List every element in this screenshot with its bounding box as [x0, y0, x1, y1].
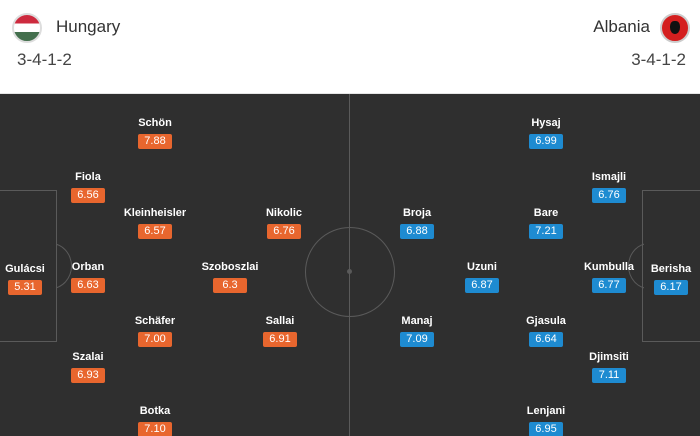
away-formation: 3-4-1-2 — [631, 50, 686, 69]
player-bare[interactable]: Bare 7.21 — [511, 206, 581, 239]
player-rating: 6.76 — [267, 224, 301, 239]
player-rating: 6.17 — [654, 280, 688, 295]
player-gjasula[interactable]: Gjasula 6.64 — [511, 314, 581, 347]
player-rating: 6.88 — [400, 224, 434, 239]
player-name: Orban — [71, 261, 105, 273]
player-rating: 6.87 — [465, 278, 499, 293]
player-rating: 6.57 — [138, 224, 172, 239]
player-rating: 7.11 — [592, 368, 626, 383]
player-ismajli[interactable]: Ismajli 6.76 — [574, 170, 644, 203]
player-rating: 6.99 — [529, 134, 563, 149]
player-rating: 7.09 — [400, 332, 434, 347]
player-name: Kleinheisler — [123, 207, 187, 219]
player-name: Gulácsi — [5, 263, 45, 275]
player-name: Nikolic — [265, 207, 303, 219]
player-hysaj[interactable]: Hysaj 6.99 — [511, 116, 581, 149]
player-name: Bare — [533, 207, 559, 219]
player-name: Sallai — [265, 315, 295, 327]
player-name: Szoboszlai — [201, 261, 259, 273]
player-orban[interactable]: Orban 6.63 — [53, 260, 123, 293]
player-schafer[interactable]: Schäfer 7.00 — [120, 314, 190, 347]
player-rating: 6.63 — [71, 278, 105, 293]
player-rating: 6.56 — [71, 188, 105, 203]
player-manaj[interactable]: Manaj 7.09 — [382, 314, 452, 347]
player-berisha[interactable]: Berisha 6.17 — [636, 262, 700, 295]
player-name: Broja — [402, 207, 432, 219]
away-team-name[interactable]: Albania — [593, 17, 650, 36]
player-lenjani[interactable]: Lenjani 6.95 — [511, 404, 581, 436]
lineup-header: Hungary 3-4-1-2 Albania 3-4-1-2 — [0, 0, 700, 94]
player-gulacsi[interactable]: Gulácsi 5.31 — [0, 262, 60, 295]
player-kleinheisler[interactable]: Kleinheisler 6.57 — [120, 206, 190, 239]
player-botka[interactable]: Botka 7.10 — [120, 404, 190, 436]
player-nikolic[interactable]: Nikolic 6.76 — [249, 206, 319, 239]
player-name: Schäfer — [134, 315, 176, 327]
player-name: Uzuni — [467, 261, 497, 273]
player-uzuni[interactable]: Uzuni 6.87 — [447, 260, 517, 293]
player-rating: 6.77 — [592, 278, 626, 293]
player-name: Schön — [138, 117, 172, 129]
home-formation: 3-4-1-2 — [17, 50, 72, 69]
home-team-name[interactable]: Hungary — [56, 17, 121, 36]
center-spot — [347, 269, 352, 274]
player-name: Ismajli — [591, 171, 627, 183]
player-kumbulla[interactable]: Kumbulla 6.77 — [574, 260, 644, 293]
player-rating: 7.00 — [138, 332, 172, 347]
player-szalai[interactable]: Szalai 6.93 — [53, 350, 123, 383]
player-rating: 7.21 — [529, 224, 563, 239]
player-djimsiti[interactable]: Djimsiti 7.11 — [574, 350, 644, 383]
player-rating: 6.3 — [213, 278, 247, 293]
player-name: Botka — [139, 405, 171, 417]
player-rating: 6.95 — [529, 422, 563, 436]
center-circle — [305, 227, 395, 317]
player-name: Kumbulla — [583, 261, 635, 273]
player-rating: 6.76 — [592, 188, 626, 203]
player-name: Lenjani — [526, 405, 566, 417]
player-name: Djimsiti — [589, 351, 629, 363]
player-name: Fiola — [75, 171, 101, 183]
player-rating: 7.88 — [138, 134, 172, 149]
player-broja[interactable]: Broja 6.88 — [382, 206, 452, 239]
player-name: Hysaj — [531, 117, 561, 129]
player-rating: 5.31 — [8, 280, 42, 295]
player-rating: 7.10 — [138, 422, 172, 436]
player-name: Szalai — [72, 351, 104, 363]
hungary-flag-icon — [12, 13, 42, 43]
albania-flag-icon — [660, 13, 690, 43]
player-name: Berisha — [650, 263, 692, 275]
player-rating: 6.91 — [263, 332, 297, 347]
player-rating: 6.93 — [71, 368, 105, 383]
player-sallai[interactable]: Sallai 6.91 — [245, 314, 315, 347]
player-rating: 6.64 — [529, 332, 563, 347]
player-name: Gjasula — [526, 315, 566, 327]
player-szoboszlai[interactable]: Szoboszlai 6.3 — [195, 260, 265, 293]
player-schon[interactable]: Schön 7.88 — [120, 116, 190, 149]
player-fiola[interactable]: Fiola 6.56 — [53, 170, 123, 203]
pitch: Gulácsi 5.31 Fiola 6.56 Orban 6.63 Szala… — [0, 94, 700, 436]
player-name: Manaj — [401, 315, 433, 327]
